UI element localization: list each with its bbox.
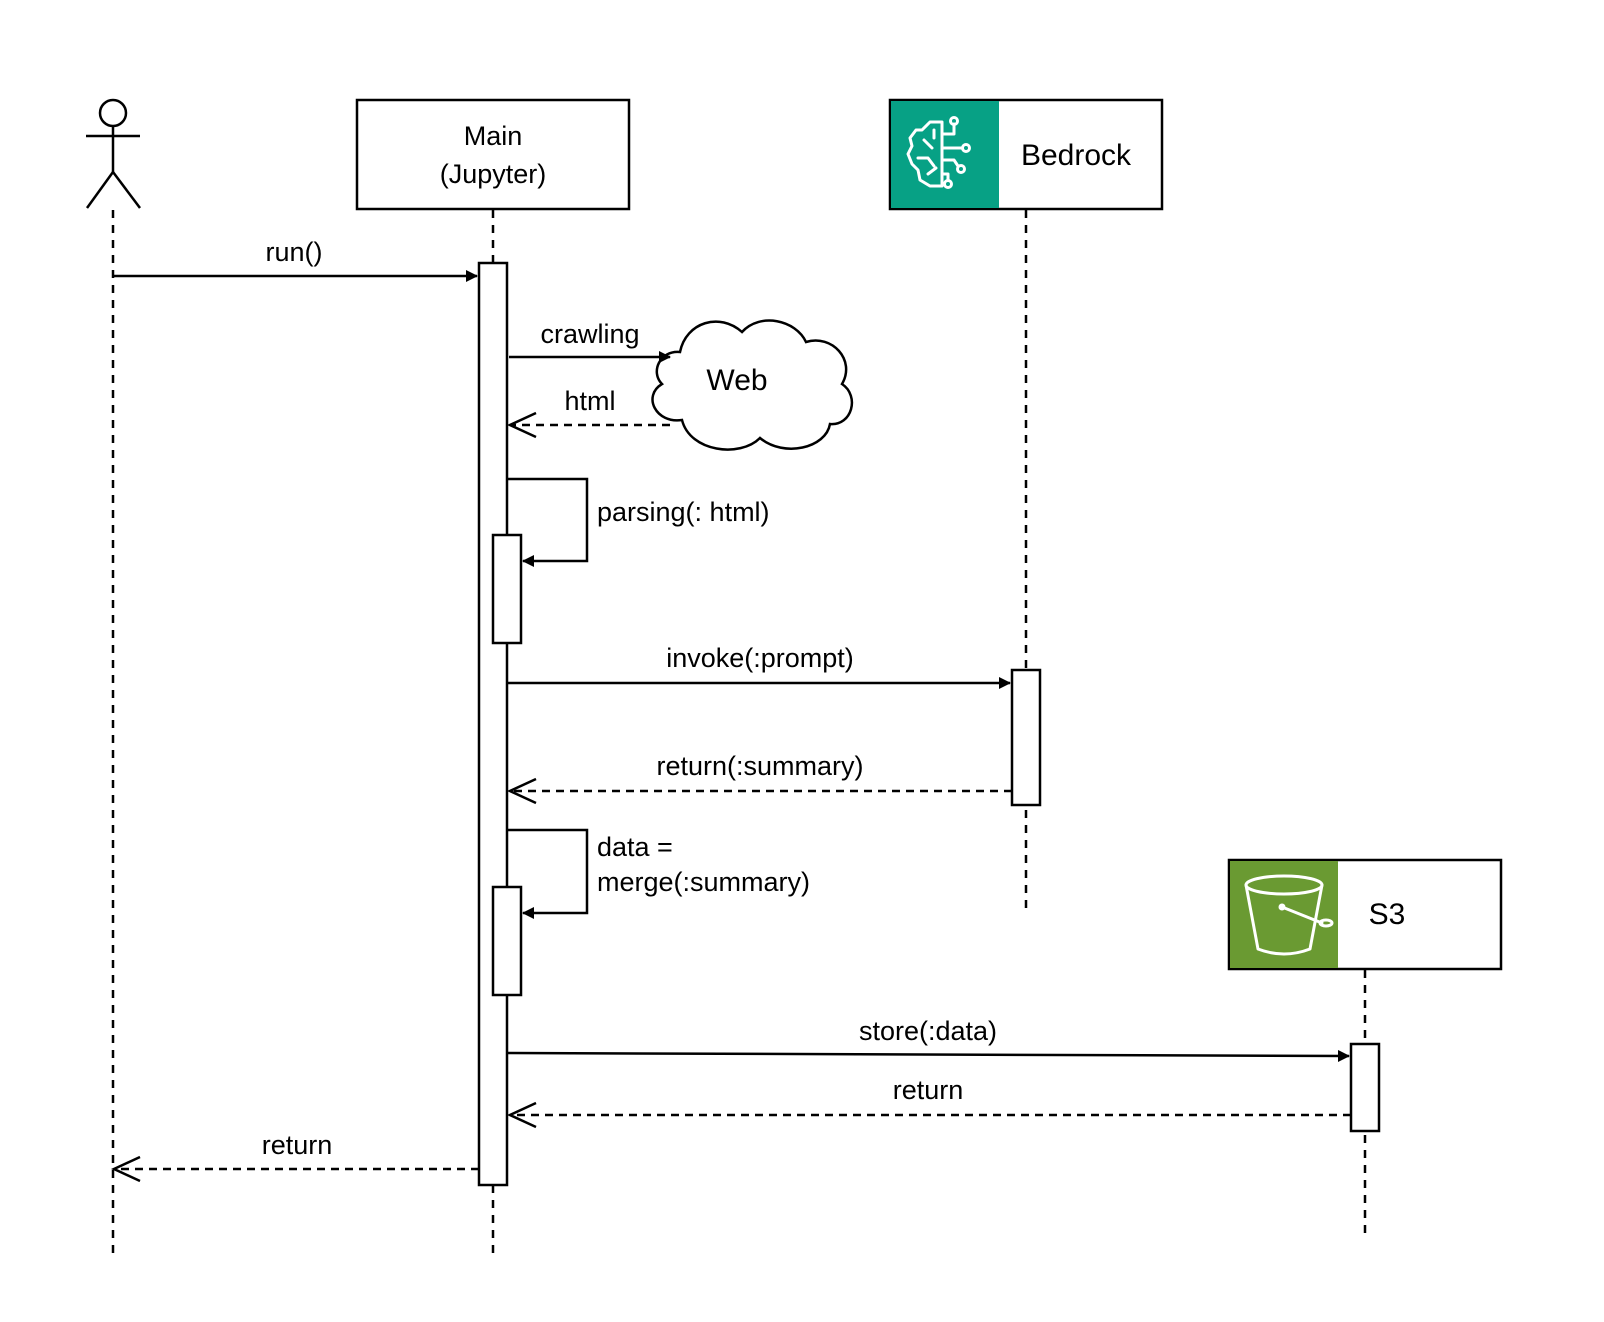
parsing-self-call-arrow — [507, 477, 589, 567]
final-return-label: return — [262, 1130, 333, 1160]
crawling-message-label: crawling — [540, 319, 639, 349]
s3-bucket-icon — [1244, 874, 1334, 956]
final-return-arrowhead — [111, 1155, 141, 1183]
merge-activation-bar — [491, 885, 523, 997]
bedrock-activation-bar — [1010, 668, 1042, 807]
s3-participant: S3 — [1227, 858, 1503, 971]
parsing-self-call-label: parsing(: html) — [597, 497, 770, 527]
summary-return-arrowhead — [507, 777, 537, 805]
html-return-label: html — [564, 386, 615, 416]
html-return-arrowhead — [507, 411, 537, 439]
main-activation-bar — [477, 261, 509, 1187]
merge-self-call-label-line1: data = — [597, 832, 673, 862]
merge-self-call-arrow — [507, 828, 589, 919]
s3-icon-background — [1230, 861, 1338, 968]
web-cloud: Web — [651, 319, 854, 451]
bedrock-participant: Bedrock — [888, 98, 1164, 211]
s3-return-arrowhead — [507, 1101, 537, 1129]
bedrock-participant-label: Bedrock — [1021, 139, 1132, 172]
store-message-arrow — [506, 1049, 1350, 1062]
main-participant-title: Main — [464, 121, 523, 151]
s3-activation-bar — [1349, 1042, 1381, 1133]
user-actor-icon — [85, 98, 141, 209]
s3-participant-label: S3 — [1369, 898, 1406, 931]
main-participant-subtitle: (Jupyter) — [440, 159, 547, 189]
run-message-label: run() — [265, 237, 322, 267]
merge-self-call-label-line2: merge(:summary) — [597, 867, 810, 897]
main-participant: Main (Jupyter) — [355, 98, 631, 211]
summary-return-label: return(:summary) — [656, 751, 863, 781]
invoke-message-label: invoke(:prompt) — [666, 643, 854, 673]
bedrock-brain-circuit-icon — [906, 116, 971, 189]
s3-return-label: return — [893, 1075, 964, 1105]
parsing-activation-bar — [491, 533, 523, 645]
store-message-label: store(:data) — [859, 1016, 997, 1046]
web-cloud-label: Web — [706, 364, 767, 397]
